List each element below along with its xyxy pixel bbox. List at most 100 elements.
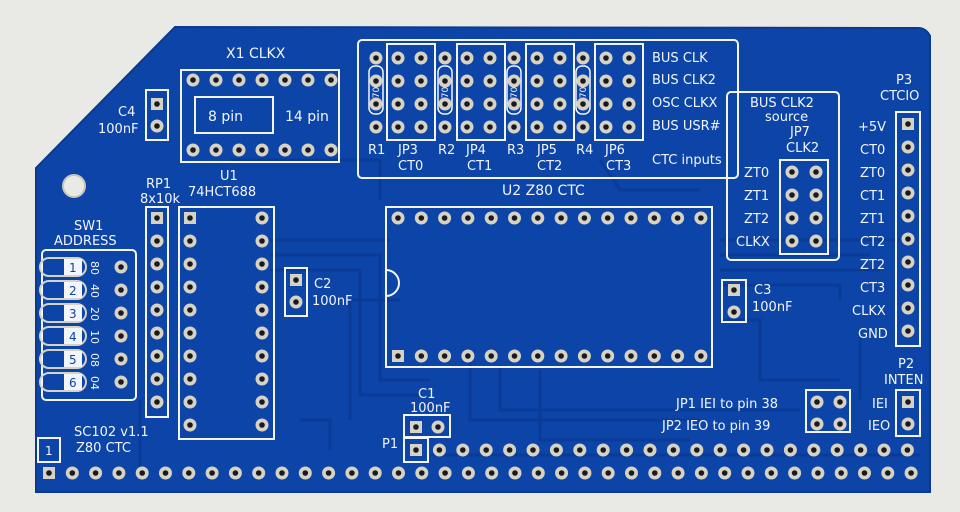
drill-hole <box>373 124 379 130</box>
drill-hole <box>787 447 794 453</box>
drill-hole <box>259 353 265 359</box>
resistor-body <box>575 65 591 115</box>
drill-hole <box>581 353 588 359</box>
drill-hole <box>717 447 723 453</box>
drill-hole <box>580 55 586 61</box>
drill-hole <box>674 353 681 359</box>
drill-hole <box>259 215 265 221</box>
dip-switch-number: 3 <box>69 307 77 321</box>
drill-hole <box>154 307 160 313</box>
drill-hole <box>534 101 540 107</box>
drill-hole <box>118 287 124 293</box>
p3-pin-clkx: CLKX <box>852 304 886 319</box>
drill-hole <box>465 215 471 221</box>
drill-hole <box>187 353 193 359</box>
drill-hole <box>154 399 160 405</box>
drill-hole <box>557 101 563 107</box>
drill-hole <box>789 169 795 175</box>
drill-hole <box>464 78 470 84</box>
drill-hole <box>395 124 401 130</box>
c2-value: 100nF <box>312 294 353 309</box>
drill-hole <box>837 421 843 427</box>
dip-switch-value: 20 <box>88 307 101 321</box>
drill-hole <box>282 147 288 153</box>
drill-hole <box>694 447 700 453</box>
drill-hole <box>740 447 747 453</box>
drill-hole <box>558 215 564 221</box>
drill-hole <box>698 470 705 476</box>
resistor-value-label: 470k <box>579 81 589 104</box>
drill-hole <box>436 447 443 453</box>
drill-hole <box>558 470 565 476</box>
drill-hole <box>768 470 775 476</box>
drill-hole <box>418 55 424 61</box>
drill-hole <box>904 447 911 453</box>
jp7-title-1: BUS CLK2 <box>750 96 814 111</box>
drill-hole <box>905 305 911 311</box>
drill-hole <box>557 124 563 130</box>
drill-hole <box>580 124 586 130</box>
label-r1: R1 <box>368 143 385 158</box>
drill-hole <box>395 215 401 221</box>
dip-switch-slot <box>39 326 87 346</box>
drill-hole <box>187 284 193 290</box>
p2-name: P2 <box>898 357 914 372</box>
drill-hole <box>118 356 124 362</box>
board-subtitle: Z80 CTC <box>76 441 131 456</box>
drill-hole <box>373 101 379 107</box>
jp7-row-clkx: CLKX <box>736 235 770 250</box>
dip-switch-number: 1 <box>69 261 77 275</box>
drill-hole <box>418 124 424 130</box>
drill-hole <box>236 77 242 83</box>
drill-hole <box>373 55 379 61</box>
drill-hole <box>534 55 540 61</box>
c1-value: 100nF <box>410 401 451 416</box>
label-jp6: JP6 <box>604 143 625 158</box>
dip-switch-value: 10 <box>88 330 101 344</box>
drill-hole <box>372 470 379 476</box>
u2-label: U2 Z80 CTC <box>502 183 585 199</box>
drill-hole <box>577 447 583 453</box>
drill-hole <box>628 215 634 221</box>
drill-hole <box>213 147 219 153</box>
drill-hole <box>413 447 419 453</box>
drill-hole <box>580 101 586 107</box>
drill-hole <box>464 101 470 107</box>
drill-hole <box>512 470 518 476</box>
rp1-value: 8x10k <box>140 192 181 207</box>
drill-hole <box>154 261 160 267</box>
drill-hole <box>236 147 242 153</box>
drill-hole <box>442 470 448 476</box>
drill-hole <box>187 215 193 221</box>
drill-hole <box>279 470 285 476</box>
p3-pin-ct3: CT3 <box>860 281 885 296</box>
label-ct2-top: CT2 <box>537 159 562 174</box>
drill-hole <box>908 470 914 476</box>
drill-hole <box>511 101 517 107</box>
dip-switch-value: 40 <box>88 284 101 298</box>
drill-hole <box>626 78 632 84</box>
dip-switch-number-box <box>64 282 82 298</box>
board-title: SC102 v1.1 <box>74 425 149 440</box>
drill-hole <box>535 470 542 476</box>
drill-hole <box>511 124 517 130</box>
drill-hole <box>885 470 891 476</box>
drill-hole <box>815 470 821 476</box>
drill-hole <box>905 121 911 127</box>
drill-hole <box>349 470 355 476</box>
dip-switch-slot <box>39 303 87 323</box>
drill-hole <box>442 55 448 61</box>
drill-hole <box>305 147 311 153</box>
drill-hole <box>46 470 52 476</box>
dip-switch-slot <box>39 372 87 392</box>
drill-hole <box>534 124 540 130</box>
drill-hole <box>418 215 425 221</box>
drill-hole <box>186 470 192 476</box>
drill-hole <box>259 238 265 244</box>
label-jp5: JP5 <box>536 143 557 158</box>
drill-hole <box>905 259 911 265</box>
drill-hole <box>905 399 911 405</box>
drill-hole <box>118 379 124 385</box>
jp7-row-zt2: ZT2 <box>744 212 769 227</box>
